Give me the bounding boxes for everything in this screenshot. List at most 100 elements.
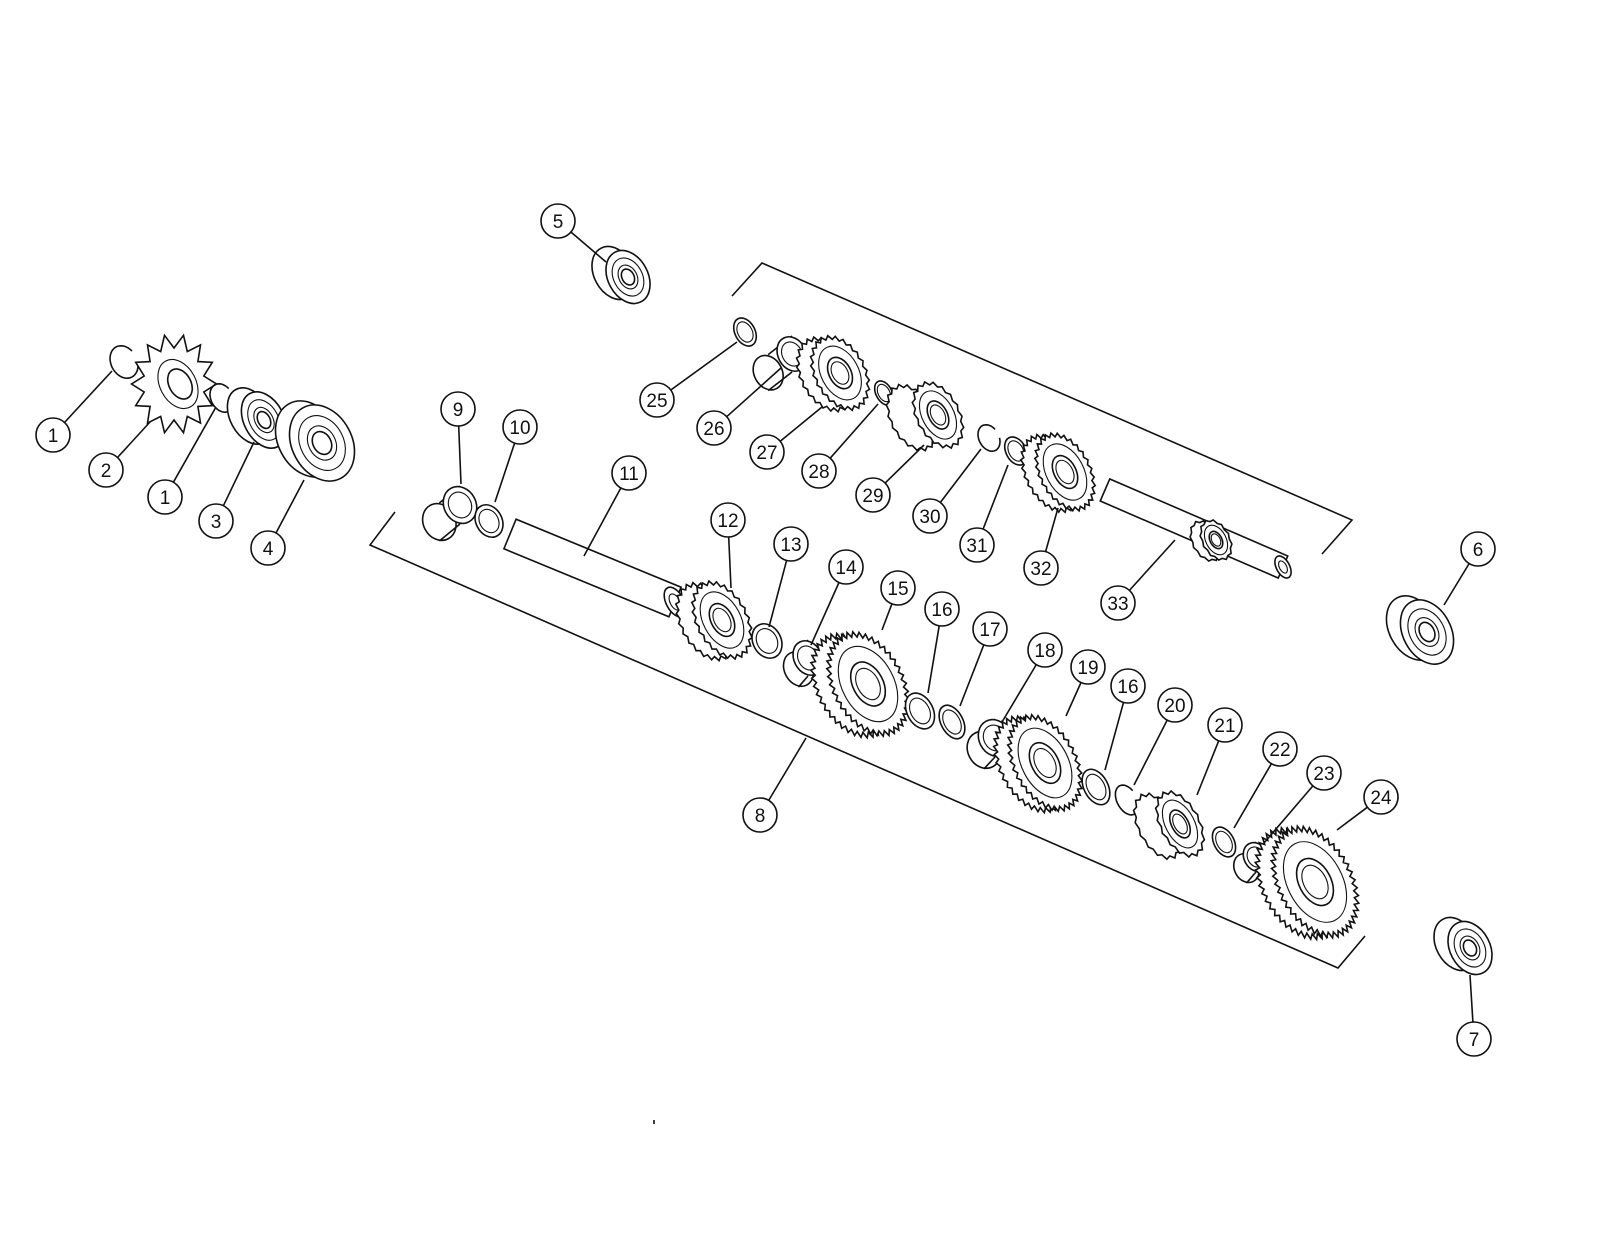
callout-circle — [1460, 531, 1496, 567]
leader-line-26 — [726, 367, 782, 418]
washer-part-22 — [1211, 826, 1237, 858]
callout-circle — [1100, 585, 1136, 621]
leader-line-27 — [779, 406, 823, 442]
callout-circle — [696, 410, 732, 446]
leader-line-32 — [1044, 507, 1059, 552]
callout-circle — [1110, 668, 1146, 704]
callout-16: 16 — [924, 591, 960, 627]
callout-3: 3 — [198, 503, 234, 539]
washer-part-13 — [751, 623, 783, 659]
leader-line-23 — [1263, 785, 1314, 844]
callout-label: 6 — [1473, 540, 1484, 561]
leader-line-17 — [959, 644, 985, 707]
callout-circle — [502, 409, 538, 445]
callout-label: 26 — [703, 419, 724, 440]
callout-11: 11 — [611, 455, 647, 491]
bearing-part-5 — [591, 245, 651, 305]
callout-label: 22 — [1269, 740, 1290, 761]
leader-line-4 — [275, 479, 305, 534]
gear-part-21 — [1132, 789, 1206, 861]
leader-line-5 — [570, 231, 607, 263]
leader-line-16 — [1104, 702, 1125, 771]
shaft-part-11 — [502, 518, 687, 618]
callout-19: 19 — [1070, 649, 1106, 685]
callout-circle — [88, 452, 124, 488]
washer-part-25 — [732, 317, 758, 347]
callout-label: 17 — [979, 620, 1000, 641]
leader-line-28 — [829, 403, 879, 459]
callout-label: 29 — [862, 486, 883, 507]
callout-23: 23 — [1306, 755, 1342, 791]
gear-part-24 — [1253, 824, 1361, 942]
callout-label: 16 — [1117, 677, 1138, 698]
callout-label: 19 — [1077, 658, 1098, 679]
leader-line-24 — [1336, 806, 1368, 831]
callout-circle — [1070, 649, 1106, 685]
callout-circle — [1207, 707, 1243, 743]
callout-label: 24 — [1370, 788, 1392, 809]
callout-15: 15 — [880, 570, 916, 606]
callout-label: 2 — [101, 461, 112, 482]
callout-18: 18 — [1027, 632, 1063, 668]
leader-lines-layer — [63, 231, 1474, 1023]
callout-circle — [855, 477, 891, 513]
leader-line-16 — [927, 625, 940, 694]
leader-line-1 — [172, 406, 217, 483]
callout-label: 20 — [1164, 696, 1185, 717]
callout-label: 25 — [646, 391, 667, 412]
leader-line-11 — [583, 487, 622, 557]
leader-line-10 — [494, 442, 516, 503]
callout-28: 28 — [801, 453, 837, 489]
callout-circle — [801, 453, 837, 489]
washer-part-10 — [474, 503, 504, 539]
leader-line-19 — [1065, 682, 1082, 717]
gear-part-15 — [809, 629, 911, 740]
callout-label: 13 — [780, 535, 801, 556]
shaft-assembly-bracket-upper — [731, 262, 1354, 555]
callout-30: 30 — [912, 498, 948, 534]
callout-label: 1 — [160, 488, 171, 509]
callout-label: 8 — [755, 806, 766, 827]
parts-layer — [109, 245, 1493, 1124]
callout-circle — [1027, 632, 1063, 668]
callout-circle — [959, 527, 995, 563]
callout-circle — [1456, 1021, 1492, 1057]
callout-circle — [198, 503, 234, 539]
circlip-part-17 — [938, 704, 966, 740]
callout-label: 18 — [1034, 641, 1055, 662]
gear-part-12 — [674, 579, 754, 662]
callout-circle — [924, 591, 960, 627]
callout-circle — [639, 382, 675, 418]
callout-circle — [773, 526, 809, 562]
callout-2: 2 — [88, 452, 124, 488]
callout-14: 14 — [828, 549, 864, 585]
bushing-part-9 — [421, 485, 478, 542]
callout-circle — [749, 434, 785, 470]
leader-line-13 — [768, 560, 788, 628]
bearing-part-7 — [1433, 916, 1493, 976]
callout-label: 32 — [1030, 559, 1051, 580]
callout-24: 24 — [1363, 779, 1399, 815]
callout-label: 12 — [717, 511, 738, 532]
callout-label: 5 — [553, 212, 564, 233]
callout-label: 23 — [1313, 764, 1334, 785]
bearing-part-6 — [1385, 595, 1455, 665]
callout-27: 27 — [749, 434, 785, 470]
callout-circle — [1306, 755, 1342, 791]
leader-line-9 — [457, 425, 462, 485]
callout-32: 32 — [1023, 550, 1059, 586]
gear-part-27 — [795, 334, 871, 413]
leader-line-33 — [1128, 539, 1176, 591]
leader-line-22 — [1233, 763, 1273, 829]
callout-25: 25 — [639, 382, 675, 418]
callout-13: 13 — [773, 526, 809, 562]
callout-label: 7 — [1469, 1030, 1480, 1051]
callout-circle — [611, 455, 647, 491]
callout-label: 27 — [756, 443, 777, 464]
leader-line-2 — [116, 421, 151, 459]
callout-16: 16 — [1110, 668, 1146, 704]
leader-line-14 — [810, 582, 840, 646]
callout-label: 28 — [808, 462, 829, 483]
callout-1: 1 — [147, 479, 183, 515]
callout-circle — [972, 611, 1008, 647]
